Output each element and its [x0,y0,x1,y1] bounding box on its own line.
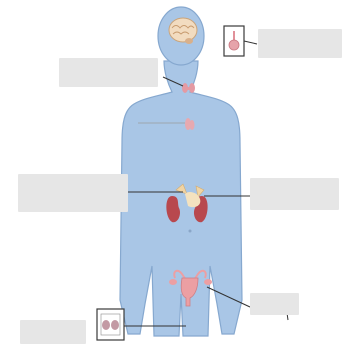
label-box-adrenal-left[interactable] [18,174,128,212]
label-box-thyroid[interactable] [59,58,158,87]
label-box-testes[interactable] [20,320,86,344]
label-box-adrenal-right[interactable] [250,178,339,210]
label-box-ovary[interactable] [250,293,299,315]
pituitary-inset [224,26,257,56]
pancreas-dot [189,230,192,233]
label-box-pituitary[interactable] [258,29,342,58]
